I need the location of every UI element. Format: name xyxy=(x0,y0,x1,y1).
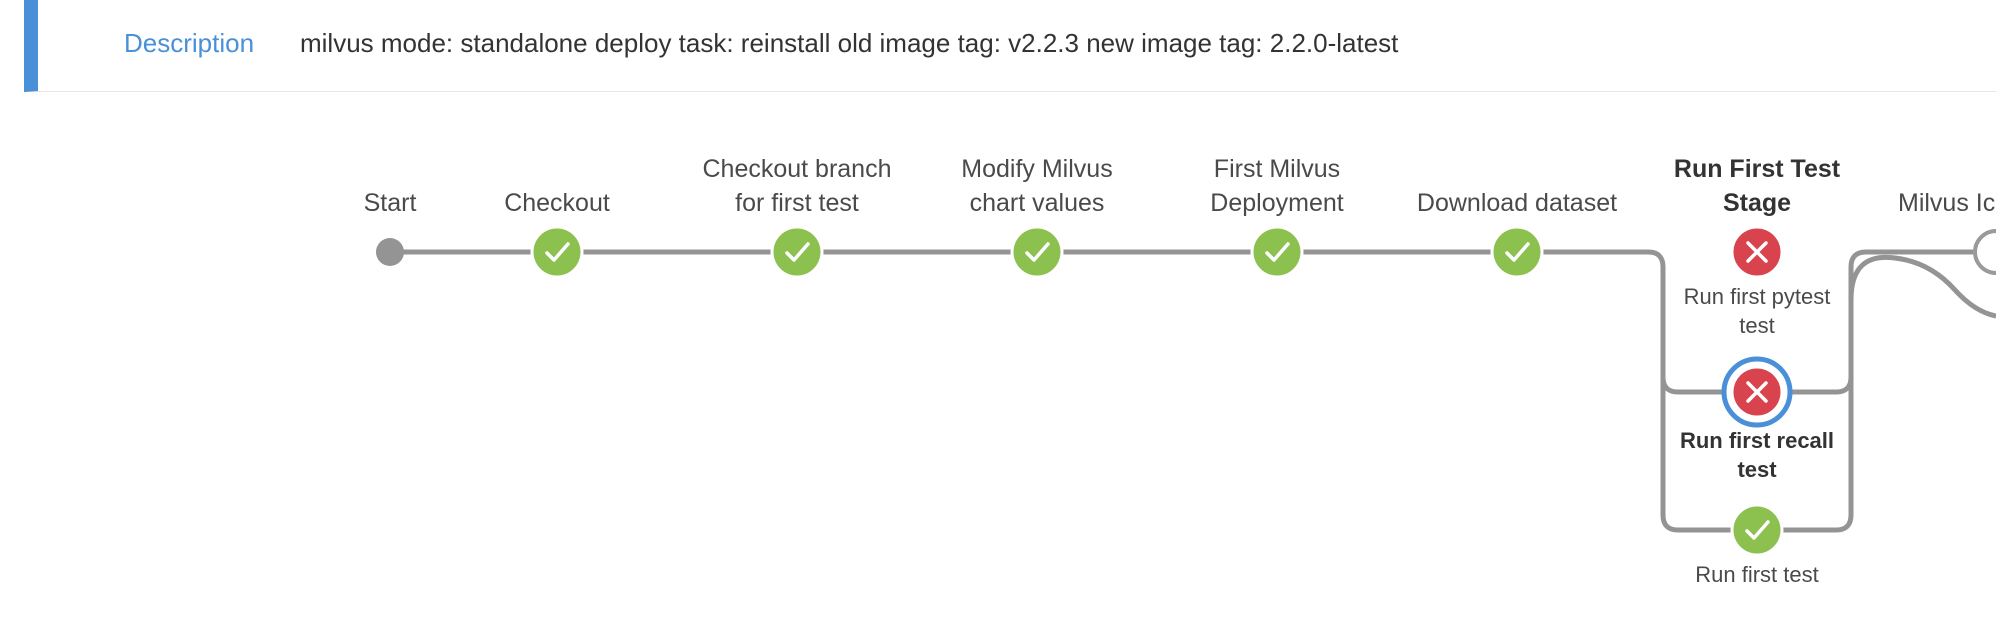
stage-label: Checkout xyxy=(504,189,610,217)
parallel-label: Run first recall test xyxy=(1680,428,1834,482)
stage-label-line: Stage xyxy=(1723,189,1791,217)
pending-circle-icon xyxy=(1973,229,1996,275)
stage-labels: Start Checkout Checkout branch for first te… xyxy=(364,155,1996,587)
success-circle-icon xyxy=(530,225,584,279)
stage-label-line: Run First Test xyxy=(1674,155,1841,183)
cross-icon xyxy=(1746,241,1768,263)
parallel-node[interactable] xyxy=(1730,225,1784,279)
connector-next-branch xyxy=(1848,254,1996,319)
parallel-label: Run first pytest test xyxy=(1684,284,1831,338)
stage-label: Checkout branch for first test xyxy=(702,155,891,217)
success-circle-icon xyxy=(1250,225,1304,279)
stage-node[interactable] xyxy=(1010,225,1064,279)
stage-label-line: First Milvus xyxy=(1214,155,1340,183)
stage-label-line: Modify Milvus xyxy=(961,155,1112,183)
stage-label-line: Checkout branch xyxy=(702,155,891,183)
stage-label: Modify Milvus chart values xyxy=(961,155,1112,217)
check-icon xyxy=(785,242,810,262)
stage-label-line: chart values xyxy=(970,189,1105,217)
success-circle-icon xyxy=(1010,225,1064,279)
stage-label-line: Checkout xyxy=(504,189,610,217)
stage-label-line: Milvus Ic xyxy=(1898,189,1995,217)
start-node-icon xyxy=(376,238,404,266)
description-text: milvus mode: standalone deploy task: rei… xyxy=(300,28,1399,58)
success-circle-icon xyxy=(1730,503,1784,557)
stage-label-line: Start xyxy=(364,189,417,217)
stage-label: Milvus Ic xyxy=(1898,189,1995,217)
parallel-node[interactable] xyxy=(1721,356,1793,428)
stage-node[interactable] xyxy=(376,238,404,266)
stage-node[interactable] xyxy=(1250,225,1304,279)
description-bar: Description milvus mode: standalone depl… xyxy=(24,0,1996,92)
description-label: Description xyxy=(124,28,255,58)
success-circle-icon xyxy=(770,225,824,279)
parallel-label: Run first test xyxy=(1695,562,1818,587)
parallel-node[interactable] xyxy=(1730,503,1784,557)
stage-label-line: Deployment xyxy=(1210,189,1343,217)
cross-icon xyxy=(1746,381,1768,403)
check-icon xyxy=(1745,520,1770,540)
stage-node-next[interactable] xyxy=(1973,229,1996,275)
stage-label-line: Download dataset xyxy=(1417,189,1617,217)
stage-node[interactable] xyxy=(1490,225,1544,279)
success-circle-icon xyxy=(1490,225,1544,279)
stage-label: Start xyxy=(364,189,417,217)
stage-nodes xyxy=(376,225,1996,557)
parallel-label-line: test xyxy=(1737,457,1777,482)
check-icon xyxy=(545,242,570,262)
stage-label: Download dataset xyxy=(1417,189,1617,217)
stage-node[interactable] xyxy=(770,225,824,279)
parallel-label-line: Run first test xyxy=(1695,562,1818,587)
stage-node[interactable] xyxy=(530,225,584,279)
parallel-label-line: test xyxy=(1739,313,1774,338)
parallel-label-line: Run first recall xyxy=(1680,428,1834,453)
check-icon xyxy=(1505,242,1530,262)
stage-label-line: for first test xyxy=(735,189,859,217)
check-icon xyxy=(1025,242,1050,262)
parallel-label-line: Run first pytest xyxy=(1684,284,1831,309)
check-icon xyxy=(1265,242,1290,262)
